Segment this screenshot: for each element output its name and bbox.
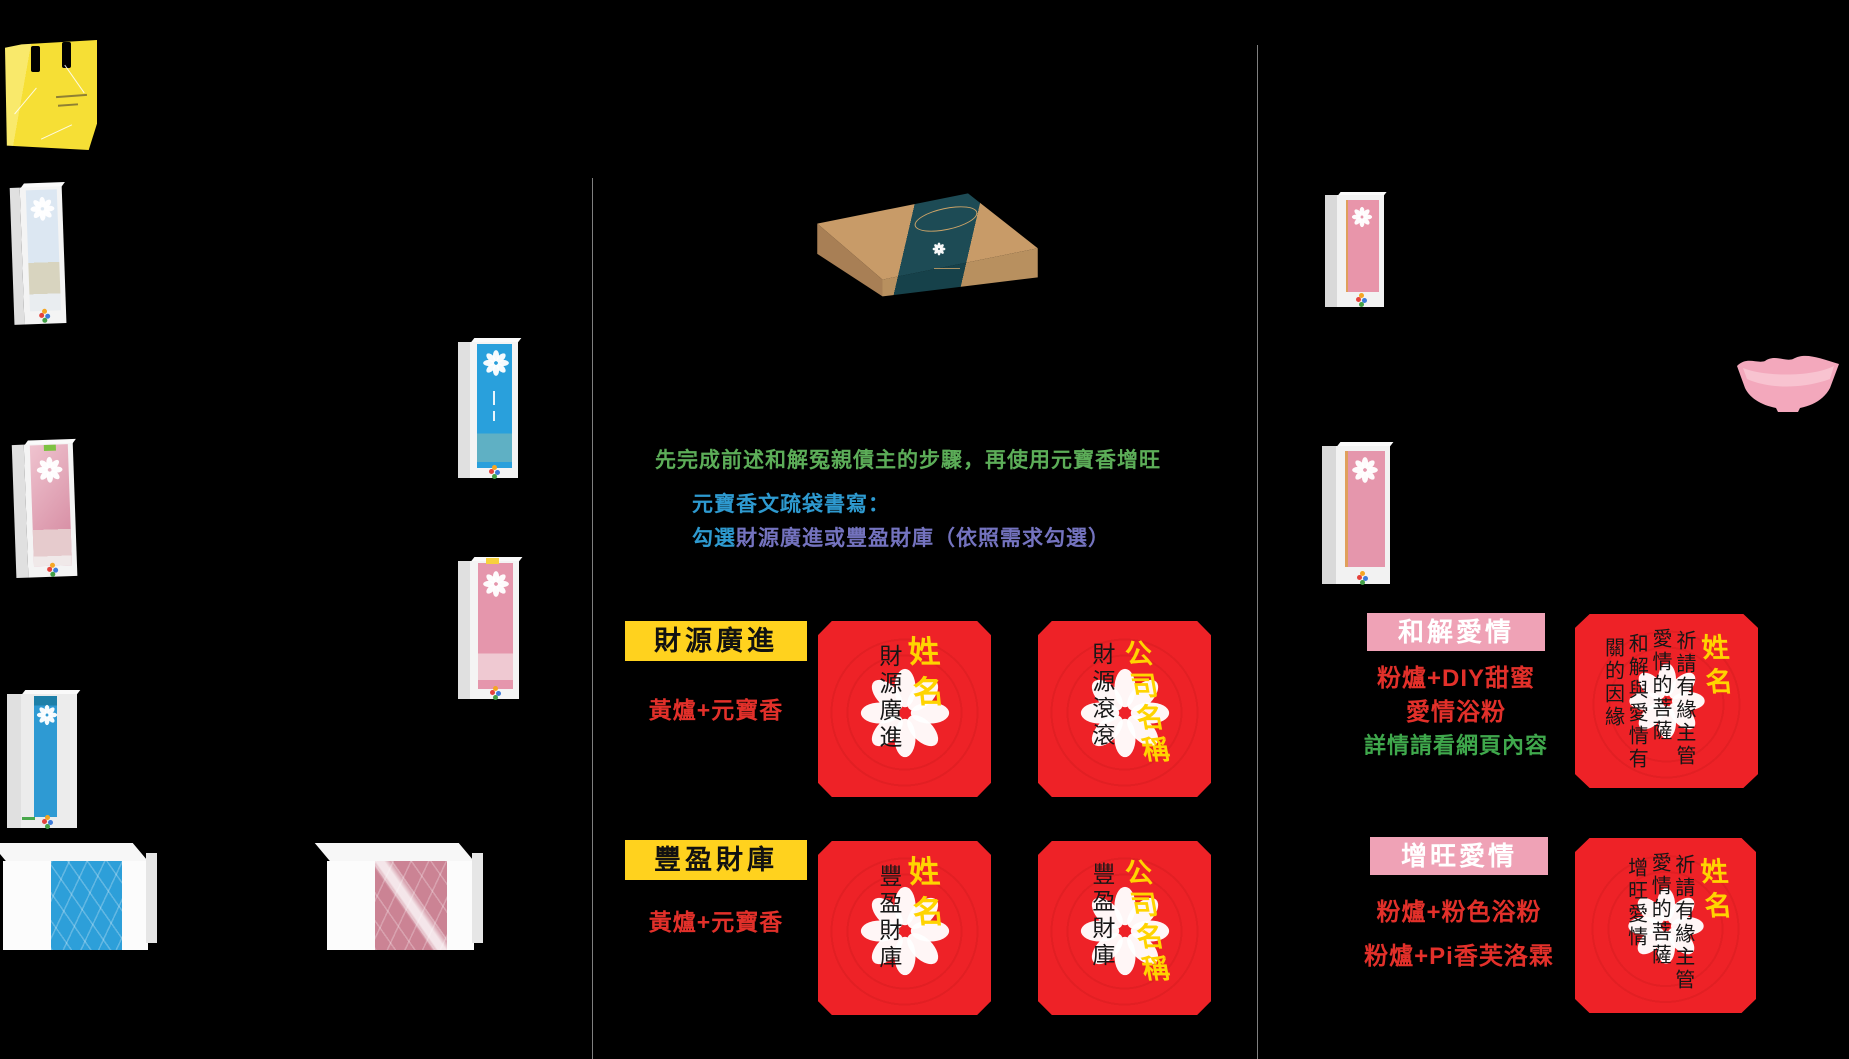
gold-flower-icon: [932, 242, 946, 256]
recipe-text-wealth-inflow: 黃爐+元寶香: [648, 697, 784, 723]
bag-streak-decor: [64, 64, 85, 94]
box-label-panel: [1346, 200, 1379, 293]
incense-box-pink-panel: [458, 557, 523, 699]
bag-text-mark: [55, 93, 87, 99]
green-text-mark: [22, 816, 36, 820]
square-prayer-column: 愛情的菩薩: [1649, 627, 1672, 743]
flower-icon: [1351, 206, 1373, 228]
box-side-face: [146, 852, 157, 943]
flower-icon: [29, 195, 56, 222]
bag-text-mark: [58, 103, 79, 107]
kraft-gift-box-teal-band: [815, 190, 1040, 302]
bag-streak-decor: [14, 87, 38, 115]
flower-icon: [482, 570, 510, 598]
box-side-face: [472, 852, 483, 943]
flower-icon: [857, 665, 953, 761]
incense-box-pink-small: [1325, 192, 1387, 307]
write-guide-prefix: 勾選: [692, 527, 736, 550]
flower-icon: [36, 704, 58, 726]
square-prayer-column: 和解與愛情有: [1625, 633, 1648, 772]
incense-box-blue-label: [9, 182, 67, 325]
square-name-placeholder: 姓名: [1696, 633, 1734, 702]
bag-handle-slot-icon: [62, 42, 72, 69]
flat-box-pink-wrap: [314, 843, 483, 950]
flat-box-blue-wrap: [0, 843, 157, 950]
square-name-placeholder: 姓名: [1695, 857, 1733, 926]
recipe-text-reconcile-love-line2: 愛情浴粉: [1406, 699, 1506, 726]
flower-icon: [35, 456, 64, 485]
write-guide-title: 元寶香文疏袋書寫：: [692, 493, 890, 516]
flower-icon: [1626, 660, 1708, 742]
square-name-placeholder: 姓名: [901, 635, 946, 716]
divider-left-middle: [592, 178, 593, 1059]
white-text-mark: [492, 410, 495, 421]
brand-logo-icon: [489, 468, 495, 474]
incense-box-pink-large: [1322, 442, 1394, 584]
talisman-square-treasury-name: 豐盈財庫 姓名: [818, 841, 991, 1015]
box-side-face: [1325, 195, 1337, 307]
bag-streak-decor: [40, 124, 72, 140]
square-black-text: 豐盈財庫: [1088, 861, 1114, 970]
square-black-text: 豐盈財庫: [875, 863, 901, 972]
box-side-face: [1322, 446, 1336, 584]
recipe-text-boost-love-line1: 粉爐+粉色浴粉: [1376, 899, 1542, 926]
pink-bowl: [1733, 350, 1843, 412]
talisman-square-boost-love: 姓名 祈請有緣主管 愛情的菩薩 增旺愛情: [1575, 838, 1756, 1013]
recipe-text-reconcile-love-line1: 粉爐+DIY甜蜜: [1376, 665, 1536, 692]
bag-handle-slot-icon: [30, 45, 40, 72]
talisman-square-wealth-company: 財源滾滾 公司名稱: [1038, 621, 1211, 797]
incense-box-blue-stripe: [7, 690, 80, 828]
talisman-square-reconcile-love: 姓名 祈請有緣主管 愛情的菩薩 和解與愛情有 關的因緣: [1575, 614, 1758, 788]
box-wrap-band: [50, 861, 122, 950]
flower-icon: [482, 349, 510, 377]
recipe-text-treasury: 黃爐+元寶香: [648, 909, 784, 935]
box-wrap-band: [375, 861, 448, 950]
incense-box-pink-label: [11, 438, 78, 579]
square-prayer-column: 愛情的菩薩: [1648, 852, 1671, 967]
write-guide-line: 勾選財源廣進或豐盈財庫（依照需求勾選）: [692, 522, 1110, 552]
flower-icon: [1077, 665, 1173, 761]
square-black-text: 財源滾滾: [1088, 642, 1114, 751]
white-text-mark: [492, 391, 495, 406]
brand-logo-icon: [42, 818, 47, 824]
recipe-text-boost-love-line2: 粉爐+Pi香芙洛霖: [1364, 943, 1554, 970]
intro-text: 先完成前述和解冤親債主的步驟，再使用元寶香增旺: [655, 449, 1161, 472]
brand-logo-icon: [1357, 574, 1363, 580]
box-side-face: [7, 694, 21, 828]
divider-middle-right: [1257, 45, 1258, 1059]
brand-logo-icon: [1355, 297, 1361, 303]
brand-logo-icon: [46, 566, 52, 572]
flower-icon: [857, 883, 953, 979]
box-top-face: [0, 843, 148, 862]
talisman-square-treasury-company: 豐盈財庫 公司名稱: [1038, 841, 1211, 1015]
square-black-text: 財源廣進: [875, 643, 901, 752]
flower-icon: [1077, 883, 1173, 979]
flower-icon: [1625, 885, 1707, 967]
box-top-face: [314, 843, 474, 862]
gold-logo-text-mark: [934, 268, 961, 270]
box-label-panel: [33, 695, 58, 817]
box-side-face: [458, 561, 471, 699]
flower-icon: [1351, 456, 1379, 484]
square-name-placeholder: 姓名: [901, 854, 946, 935]
square-prayer-column: 祈請有緣主管: [1672, 629, 1695, 768]
yellow-tag-icon: [486, 558, 500, 565]
pink-bowl-icon: [1737, 355, 1839, 412]
talisman-square-wealth-name: 財源廣進 姓名: [818, 621, 991, 797]
box-side-face: [458, 342, 470, 478]
square-prayer-column: 增旺愛情: [1624, 857, 1647, 950]
web-note-text: 詳情請看網頁內容: [1363, 733, 1548, 758]
incense-box-blue-panel: [458, 338, 522, 478]
square-prayer-column: 祈請有緣主管: [1671, 853, 1694, 992]
category-label-boost-love: 增旺愛情: [1370, 837, 1548, 875]
category-label-treasury: 豐盈財庫: [625, 840, 807, 880]
category-label-reconcile-love: 和解愛情: [1367, 613, 1545, 651]
square-prayer-column: 關的因緣: [1601, 636, 1624, 729]
category-label-wealth-inflow: 財源廣進: [625, 621, 807, 661]
brand-logo-icon: [489, 689, 495, 695]
yellow-gift-bag: [5, 40, 97, 150]
green-tag-icon: [43, 445, 56, 452]
write-guide-rest: 財源廣進或豐盈財庫（依照需求勾選）: [736, 527, 1110, 550]
